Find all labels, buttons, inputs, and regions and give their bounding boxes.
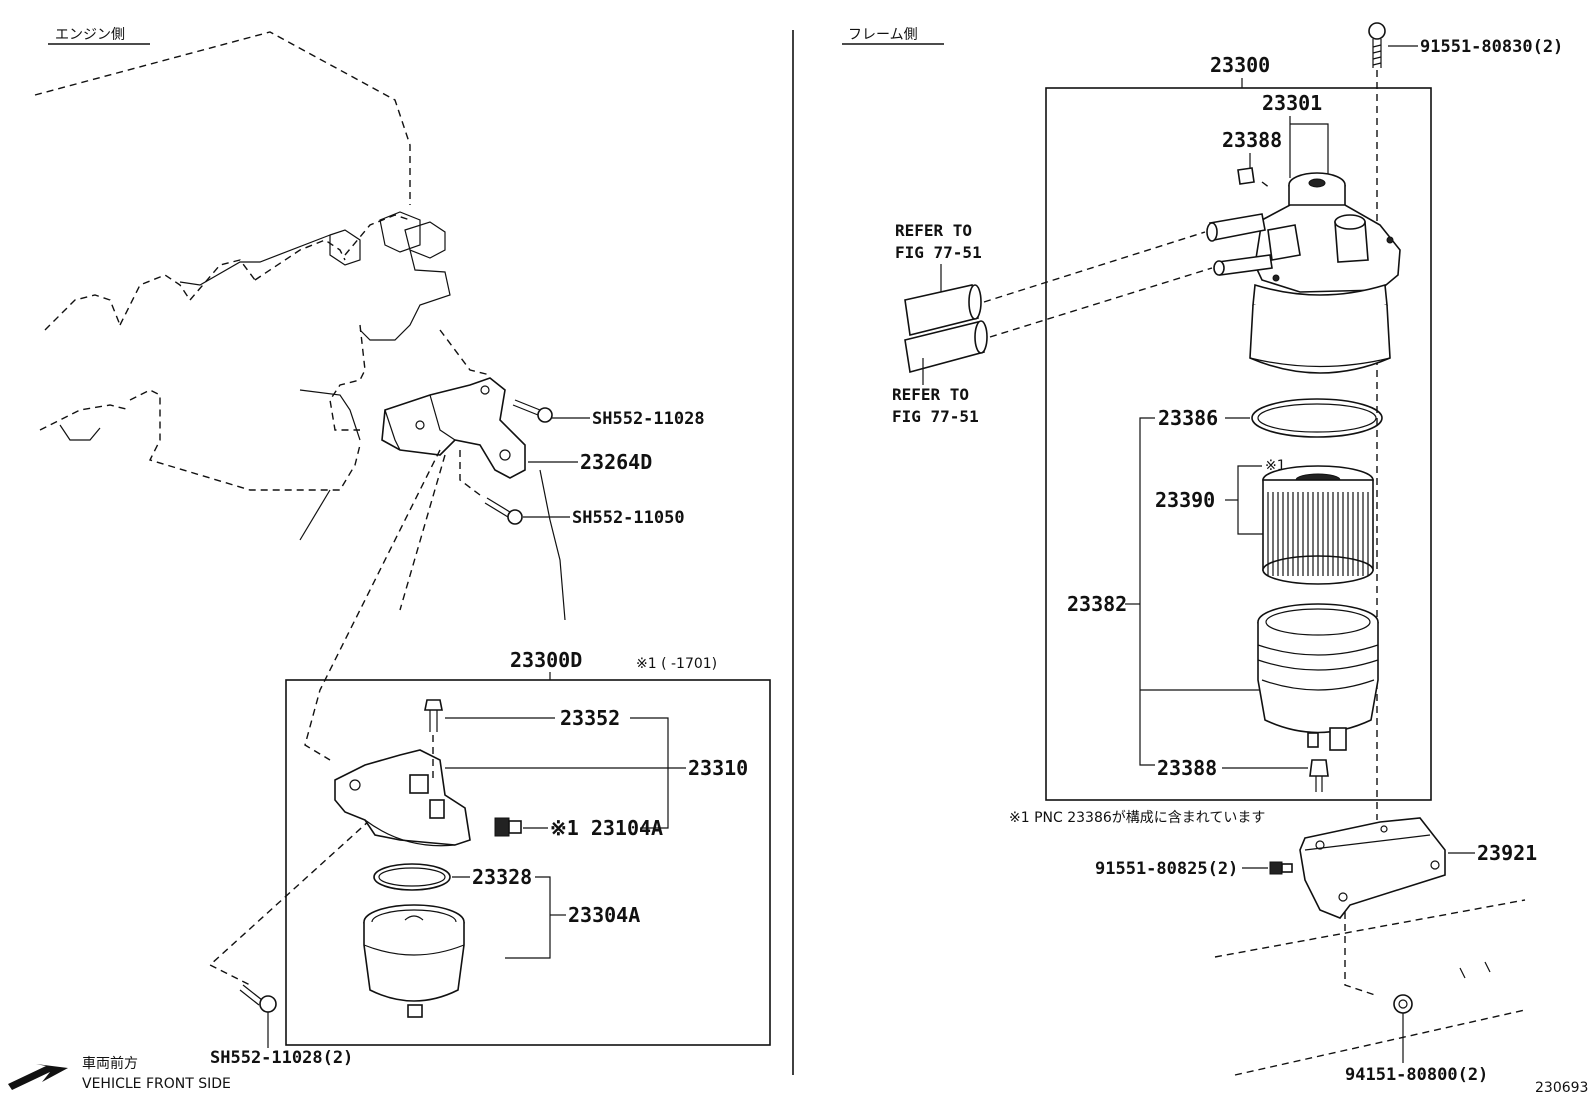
oring-23328 bbox=[373, 863, 451, 891]
direction-jp: 車両前方 bbox=[82, 1055, 138, 1072]
label-sh552-11028: SH552-11028 bbox=[592, 409, 705, 429]
engine-side-header: エンジン側 bbox=[55, 27, 125, 43]
bowl-23304a bbox=[363, 904, 465, 1018]
hoses bbox=[904, 284, 988, 374]
assembly-box-23300d bbox=[285, 679, 771, 1046]
label-23300d: 23300D bbox=[510, 648, 582, 672]
label-91551-80825: 91551-80825(2) bbox=[1095, 859, 1238, 879]
label-23300: 23300 bbox=[1210, 53, 1270, 77]
bolt-sh552-11028 bbox=[512, 399, 553, 423]
label-91551-80830: 91551-80830(2) bbox=[1420, 37, 1563, 57]
frame-side-header: フレーム側 bbox=[848, 27, 918, 43]
label-23386: 23386 bbox=[1158, 406, 1218, 430]
label-23388-bottom: 23388 bbox=[1157, 756, 1217, 780]
label-23388-top: 23388 bbox=[1222, 128, 1282, 152]
label-23304a: 23304A bbox=[568, 903, 640, 927]
frame-rails bbox=[1214, 899, 1526, 1076]
label-23921: 23921 bbox=[1477, 841, 1537, 865]
drain-plug-23388 bbox=[1309, 759, 1329, 792]
label-sh552-11028-2: SH552-11028(2) bbox=[210, 1048, 353, 1068]
label-23382: 23382 bbox=[1067, 592, 1127, 616]
label-94151-80800: 94151-80800(2) bbox=[1345, 1065, 1488, 1085]
filter-element-23390 bbox=[1262, 465, 1374, 585]
assembly-box-23300 bbox=[1045, 87, 1432, 801]
arrow-left-down-icon bbox=[8, 1064, 68, 1090]
bolt-sh552-11050 bbox=[484, 497, 523, 525]
pnc-note: ※1 PNC 23386が構成に含まれています bbox=[1009, 810, 1265, 826]
note-range: ※1 ( -1701) bbox=[636, 656, 717, 672]
label-23390: 23390 bbox=[1155, 488, 1215, 512]
label-23104a: ※1 23104A bbox=[550, 816, 663, 840]
bolt-sh552-11028-2 bbox=[239, 984, 277, 1013]
refer2-line2: FIG 77-51 bbox=[892, 407, 979, 426]
plug-23104a bbox=[494, 817, 522, 837]
label-23310: 23310 bbox=[688, 756, 748, 780]
engine-outline bbox=[34, 31, 566, 621]
filter-bowl-23382 bbox=[1257, 603, 1379, 751]
nut-94151-80800 bbox=[1393, 994, 1413, 1014]
bracket-23921 bbox=[1299, 817, 1446, 919]
bolt-91551-80830 bbox=[1368, 22, 1386, 68]
label-23328: 23328 bbox=[472, 865, 532, 889]
filter-head bbox=[334, 749, 471, 847]
oring-23386 bbox=[1251, 398, 1383, 438]
label-23264d: 23264D bbox=[580, 450, 652, 474]
bolt-91551-80825 bbox=[1269, 861, 1293, 875]
label-23352: 23352 bbox=[560, 706, 620, 730]
bracket-23264d bbox=[381, 377, 526, 479]
filter-housing-23301 bbox=[1206, 167, 1401, 374]
label-sh552-11050: SH552-11050 bbox=[572, 508, 685, 528]
bolt-23352 bbox=[424, 699, 443, 732]
figure-id: 230693 bbox=[1535, 1080, 1588, 1096]
refer1-line1: REFER TO bbox=[895, 221, 972, 240]
direction-en: VEHICLE FRONT SIDE bbox=[82, 1076, 231, 1092]
label-23301: 23301 bbox=[1262, 91, 1322, 115]
refer2-line1: REFER TO bbox=[892, 385, 969, 404]
refer1-line2: FIG 77-51 bbox=[895, 243, 982, 262]
